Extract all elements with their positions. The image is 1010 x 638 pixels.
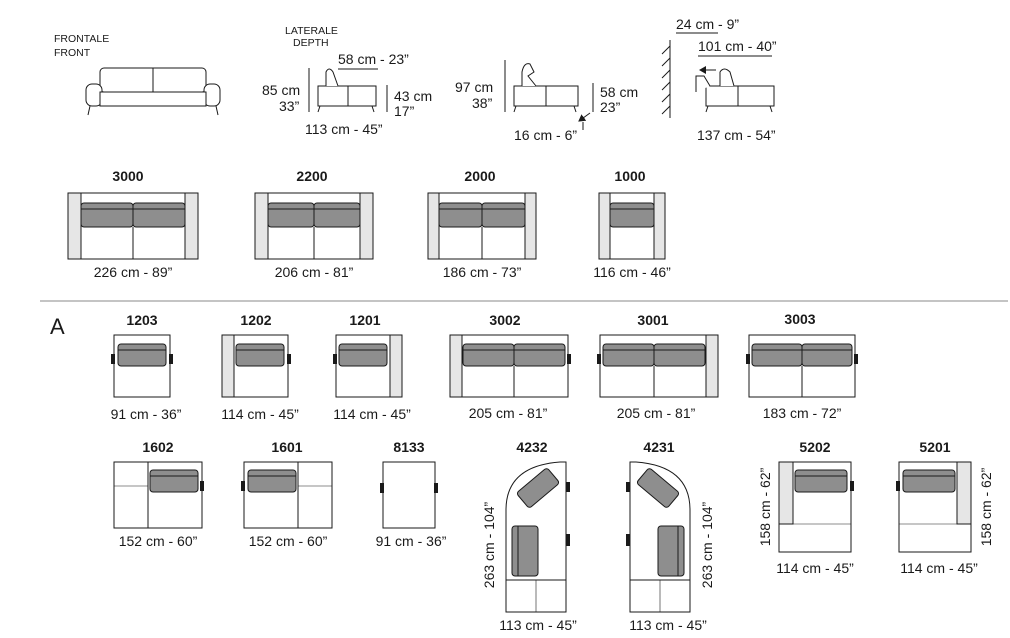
model-length: 158 cm - 62” <box>757 467 773 546</box>
model-5201[interactable]: 5201 158 cm - 62” 114 cm - 45” <box>896 439 994 576</box>
model-code: 4231 <box>643 439 674 455</box>
wall-view: 24 cm - 9” 101 cm - 40” 137 cm - 54” <box>661 16 777 143</box>
model-length: 263 cm - 104” <box>481 501 497 588</box>
side-height-in: 33” <box>279 98 300 114</box>
wall-sofa-drawing <box>695 68 775 113</box>
model-width: 205 cm - 81” <box>469 405 548 421</box>
model-3000[interactable]: 3000 226 cm - 89” <box>67 168 199 280</box>
side-sofa-drawing <box>317 68 377 113</box>
model-width: 91 cm - 36” <box>111 406 182 422</box>
model-code: 8133 <box>393 439 424 455</box>
model-width: 152 cm - 60” <box>249 533 328 549</box>
model-code: 3002 <box>489 312 520 328</box>
recline-height-cm: 97 cm <box>455 79 493 95</box>
wall-gap: 24 cm - 9” <box>676 16 739 32</box>
model-code: 2200 <box>296 168 327 184</box>
row1-sofas: 3000 226 cm - 89” 2200 206 cm - 81” 2000 <box>67 168 671 280</box>
model-width: 183 cm - 72” <box>763 405 842 421</box>
front-view: FRONTALE FRONT <box>54 33 221 116</box>
side-view: LATERALE DEPTH 58 cm - 23” 85 cm 33” 43 … <box>262 25 432 137</box>
model-code: 3000 <box>112 168 143 184</box>
model-code: 1201 <box>349 312 380 328</box>
model-width: 206 cm - 81” <box>275 264 354 280</box>
model-code: 5201 <box>919 439 950 455</box>
model-width: 186 cm - 73” <box>443 264 522 280</box>
model-1601[interactable]: 1601 152 cm - 60” <box>241 439 333 549</box>
side-seat-height-in: 17” <box>394 103 415 119</box>
model-4232[interactable]: 4232 263 cm - 104” 113 cm - 45” <box>481 439 577 633</box>
row2-modules: 1203 91 cm - 36” 1202 114 cm - 45” 1201 <box>111 311 858 422</box>
model-3001[interactable]: 3001 205 cm - 81” <box>597 312 719 421</box>
model-width: 152 cm - 60” <box>119 533 198 549</box>
model-2200[interactable]: 2200 206 cm - 81” <box>254 168 374 280</box>
model-length: 158 cm - 62” <box>978 467 994 546</box>
model-1602[interactable]: 1602 152 cm - 60” <box>113 439 204 549</box>
recline-leg: 16 cm - 6” <box>514 127 577 143</box>
model-width: 205 cm - 81” <box>617 405 696 421</box>
model-code: 2000 <box>464 168 495 184</box>
model-code: 4232 <box>516 439 547 455</box>
section-letter: A <box>50 314 65 339</box>
model-width: 114 cm - 45” <box>333 406 411 422</box>
model-1202[interactable]: 1202 114 cm - 45” <box>221 312 299 422</box>
model-code: 1601 <box>271 439 302 455</box>
row3-modules: 1602 152 cm - 60” 1601 152 cm - 60” 8133 <box>113 439 994 633</box>
recline-sofa-drawing <box>513 63 579 113</box>
model-8133[interactable]: 8133 91 cm - 36” <box>376 439 447 549</box>
recline-height-in: 38” <box>472 95 493 111</box>
side-height-cm: 85 cm <box>262 82 300 98</box>
model-width: 116 cm - 46” <box>593 264 671 280</box>
model-code: 1203 <box>126 312 157 328</box>
recline-view: 97 cm 38” 58 cm 23” 16 cm - 6” <box>455 60 638 143</box>
model-1201[interactable]: 1201 114 cm - 45” <box>333 312 411 422</box>
model-code: 3001 <box>637 312 668 328</box>
model-3003[interactable]: 3003 183 cm - 72” <box>746 311 858 421</box>
model-width: 91 cm - 36” <box>376 533 447 549</box>
model-code: 3003 <box>784 311 815 327</box>
model-3002[interactable]: 3002 205 cm - 81” <box>449 312 571 421</box>
model-width: 114 cm - 45” <box>221 406 299 422</box>
model-4231[interactable]: 4231 263 cm - 104” 113 cm - 45” <box>626 439 715 633</box>
side-seat-height-cm: 43 cm <box>394 88 432 104</box>
front-label-en: FRONT <box>54 47 91 59</box>
model-width: 114 cm - 45” <box>776 560 854 576</box>
model-5202[interactable]: 5202 158 cm - 62” 114 cm - 45” <box>757 439 854 576</box>
model-width: 226 cm - 89” <box>94 264 173 280</box>
wall-hatch <box>661 40 671 118</box>
model-code: 1602 <box>142 439 173 455</box>
model-code: 1000 <box>614 168 645 184</box>
model-width: 114 cm - 45” <box>900 560 978 576</box>
model-length: 263 cm - 104” <box>699 501 715 588</box>
front-sofa-drawing <box>85 67 221 116</box>
side-depth: 113 cm - 45” <box>305 121 383 137</box>
front-label-it: FRONTALE <box>54 33 109 45</box>
side-label-en: DEPTH <box>293 37 329 49</box>
wall-extension: 101 cm - 40” <box>698 38 777 54</box>
side-seat-depth: 58 cm - 23” <box>338 51 409 67</box>
wall-depth: 137 cm - 54” <box>697 127 776 143</box>
model-code: 1202 <box>240 312 271 328</box>
recline-seat-cm: 58 cm <box>600 84 638 100</box>
model-1203[interactable]: 1203 91 cm - 36” <box>111 312 182 422</box>
model-width: 113 cm - 45” <box>629 617 707 633</box>
model-code: 5202 <box>799 439 830 455</box>
recline-seat-in: 23” <box>600 99 621 115</box>
model-width: 113 cm - 45” <box>499 617 577 633</box>
model-1000[interactable]: 1000 116 cm - 46” <box>593 168 671 280</box>
side-label-it: LATERALE <box>285 25 338 37</box>
model-2000[interactable]: 2000 186 cm - 73” <box>427 168 537 280</box>
